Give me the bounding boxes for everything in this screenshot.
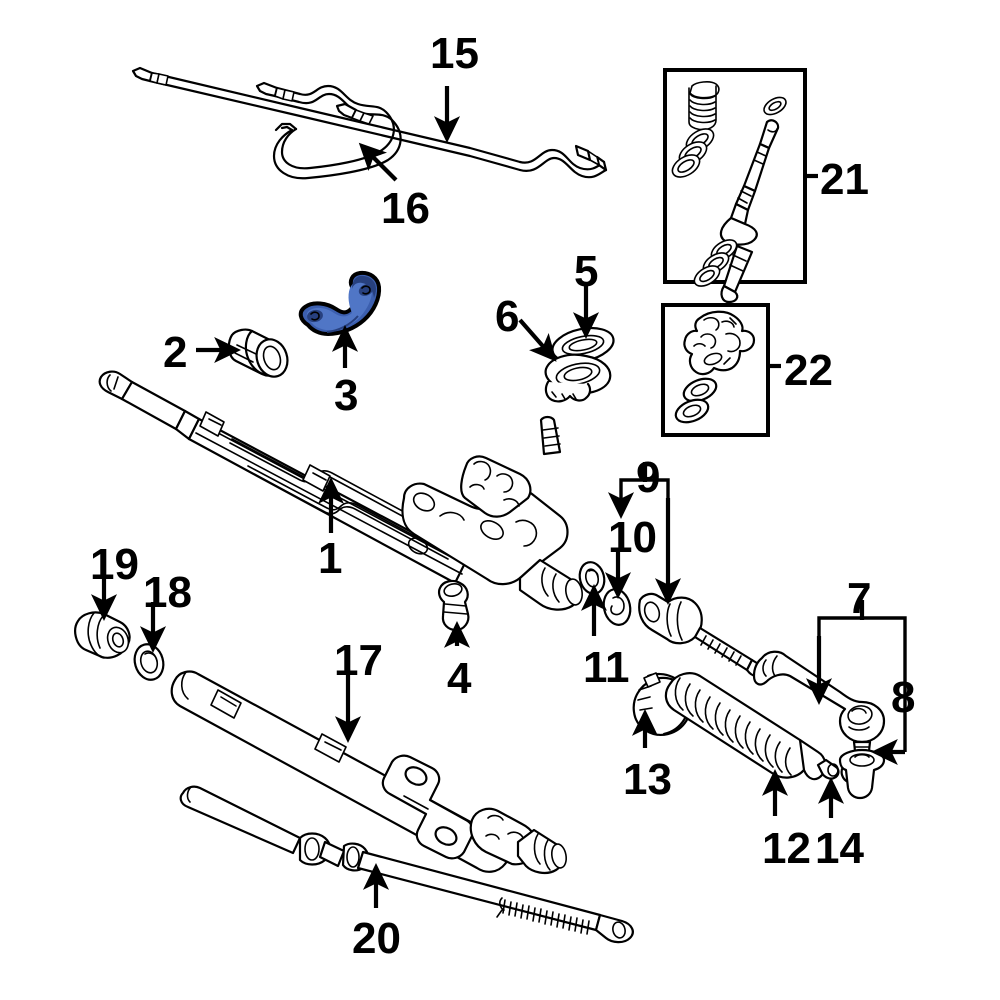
inset-21-top-o-ring bbox=[763, 96, 787, 116]
callout-10[interactable]: 10 bbox=[608, 513, 657, 562]
inset-21-upper-o-rings bbox=[671, 128, 715, 178]
part-power-steering-lines bbox=[131, 66, 608, 180]
callout-13[interactable]: 13 bbox=[623, 755, 672, 804]
part-16-return-line bbox=[255, 81, 402, 180]
part-15-feed-line bbox=[131, 66, 608, 179]
part-9-inner-tie-rod-assembly bbox=[638, 592, 764, 677]
part-18-rack-end-bushing-small bbox=[133, 643, 165, 681]
part-6-pinion-dust-seal bbox=[544, 353, 612, 403]
callout-18[interactable]: 18 bbox=[143, 568, 192, 617]
callout-4[interactable]: 4 bbox=[447, 654, 472, 703]
inset-22-valve-housing-body bbox=[683, 310, 756, 376]
part-2-rack-mounting-bushing bbox=[227, 328, 289, 378]
callout-14[interactable]: 14 bbox=[815, 824, 864, 873]
callout-15[interactable]: 15 bbox=[430, 29, 479, 78]
inset-22-valve-housing-kit bbox=[661, 303, 781, 437]
callout-5[interactable]: 5 bbox=[574, 247, 599, 296]
callout-2[interactable]: 2 bbox=[163, 328, 188, 377]
callout-6[interactable]: 6 bbox=[495, 292, 520, 341]
callout-20[interactable]: 20 bbox=[352, 914, 401, 963]
part-3-rack-mounting-bracket-highlighted bbox=[298, 270, 382, 336]
callout-11[interactable]: 11 bbox=[583, 643, 630, 692]
callout-22[interactable]: 22 bbox=[784, 346, 833, 395]
inset-21-valve-pinion-kit bbox=[663, 68, 818, 304]
part-17-rack-housing-lower-view bbox=[170, 670, 568, 875]
callout-leaders bbox=[90, 86, 907, 908]
callout-8[interactable]: 8 bbox=[891, 673, 916, 722]
callout-7[interactable]: 7 bbox=[847, 574, 872, 623]
part-20-steering-rack-shaft bbox=[179, 785, 634, 944]
part-8-tie-rod-end-boot bbox=[838, 748, 886, 800]
inset-21-lower-o-rings bbox=[693, 239, 738, 287]
callout-16[interactable]: 16 bbox=[381, 184, 430, 233]
part-19-rack-end-bushing-large bbox=[74, 611, 131, 659]
part-10-tie-rod-lock-washer bbox=[602, 588, 632, 626]
callout-9[interactable]: 9 bbox=[636, 453, 661, 502]
callout-12[interactable]: 12 bbox=[762, 824, 811, 873]
callout-21[interactable]: 21 bbox=[820, 155, 869, 204]
inset-22-seal-rings bbox=[674, 377, 718, 424]
callout-1[interactable]: 1 bbox=[318, 534, 343, 583]
inset-21-valve-pinion-shaft bbox=[719, 119, 780, 304]
part-20-rack-teeth bbox=[496, 897, 590, 935]
callout-17[interactable]: 17 bbox=[334, 636, 383, 685]
callout-3[interactable]: 3 bbox=[334, 371, 359, 420]
inset-21-coil-spring bbox=[688, 81, 720, 131]
callout-19[interactable]: 19 bbox=[90, 540, 139, 589]
part-4-cylinder-end-stopper bbox=[437, 579, 470, 632]
